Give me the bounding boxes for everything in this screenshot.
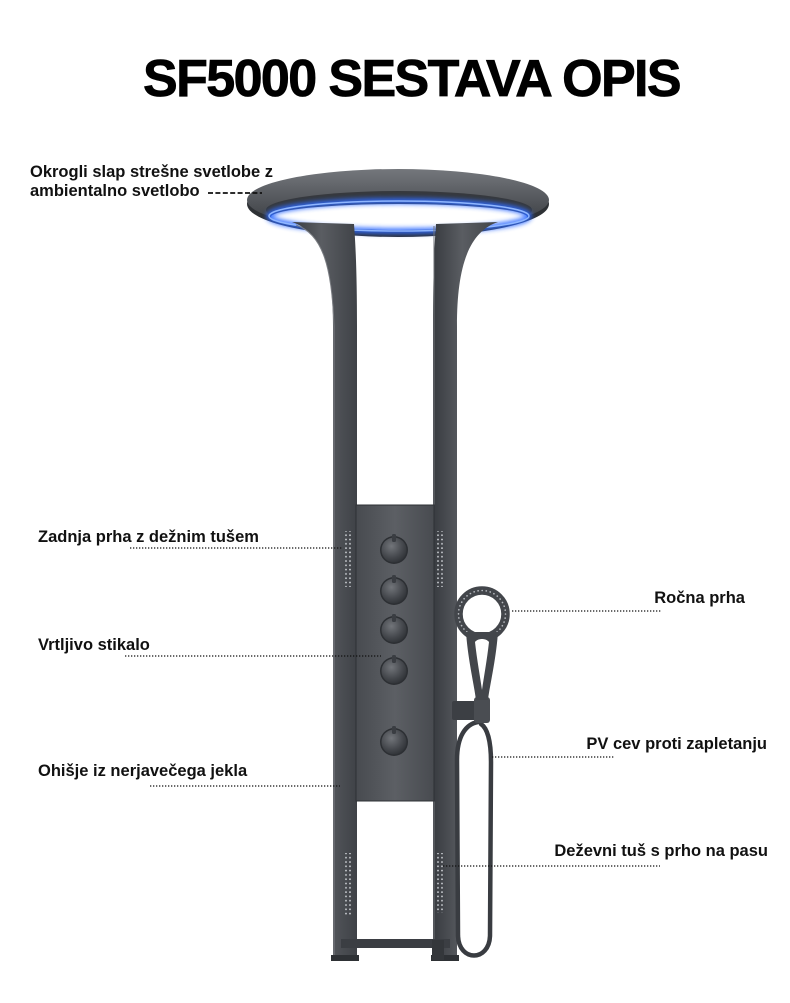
left-foot: [331, 955, 359, 961]
label-rain-ring: Okrogli slap strešne svetlobe z ambienta…: [30, 163, 273, 201]
left-rail: [292, 222, 357, 958]
back-spray-jets-left: [344, 531, 352, 587]
leader-lines: [125, 192, 662, 867]
knob-lever: [392, 726, 396, 734]
hand-shower: [454, 586, 510, 700]
ambient-light-strip: [268, 200, 530, 232]
right-foot: [431, 955, 459, 961]
label-back-spray: Zadnja prha z dežnim tušem: [38, 528, 259, 546]
left-support: [292, 222, 357, 958]
page-title: SF5000 SESTAVA OPIS: [143, 50, 682, 108]
knob-lever: [392, 575, 396, 583]
label-hand-shower: Ročna prha: [654, 589, 745, 607]
label-rain-ring-line1: Okrogli slap strešne svetlobe z: [30, 163, 274, 181]
valve-knob: [380, 655, 408, 685]
right-rail: [433, 222, 498, 958]
waist-jets-left: [344, 853, 352, 915]
label-hose: PV cev proti zapletanju: [586, 735, 767, 753]
hand-shower-ring: [454, 586, 510, 642]
holder-cup: [474, 697, 490, 723]
valve-knob: [380, 575, 408, 605]
valve-knob: [380, 534, 408, 564]
hose-holder: [452, 697, 490, 723]
knob-cap: [381, 729, 407, 755]
anti-tangle-hose: [454, 719, 494, 958]
right-support: [433, 222, 498, 958]
hand-shower-handle-slot: [475, 639, 489, 690]
back-spray-jets-right: [436, 531, 444, 587]
valve-knob: [380, 614, 408, 644]
knob-cap: [381, 617, 407, 643]
knob-lever: [392, 534, 396, 542]
shelf-bracket: [432, 940, 444, 960]
valve-knob: [380, 726, 408, 756]
bottom-shelf: [331, 939, 459, 961]
knob-cap: [381, 537, 407, 563]
label-housing: Ohišje iz nerjavečega jekla: [38, 762, 248, 780]
label-waist-shower: Deževni tuš s prho na pasu: [554, 842, 768, 860]
waist-jets-right: [436, 853, 444, 913]
left-support-highlight: [295, 224, 335, 956]
knob-cap: [381, 578, 407, 604]
knob-cap: [381, 658, 407, 684]
knob-lever: [392, 614, 396, 622]
label-rotary-switch: Vrtljivo stikalo: [38, 636, 150, 654]
ambient-light-ring: [266, 198, 532, 234]
shelf-bar: [341, 939, 450, 948]
label-rain-ring-line2: ambientalno svetlobo: [30, 182, 200, 200]
knob-lever: [392, 655, 396, 663]
